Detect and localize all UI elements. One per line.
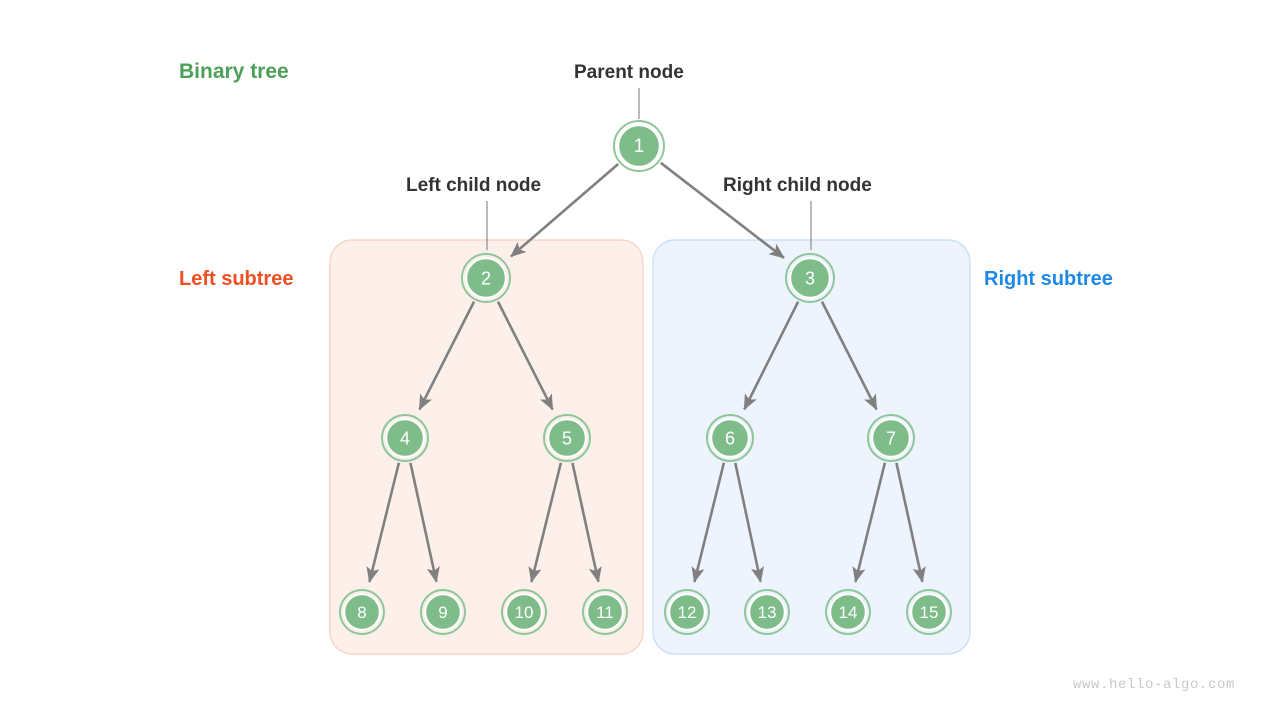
tree-node-label: 14 xyxy=(839,603,858,622)
subtree-boxes xyxy=(329,239,971,655)
right-subtree-label: Right subtree xyxy=(984,268,1113,290)
tree-node-label: 1 xyxy=(634,136,645,157)
tree-node-11: 11 xyxy=(582,589,628,635)
tree-node-14: 14 xyxy=(825,589,871,635)
page-title: Binary tree xyxy=(179,60,289,83)
tree-node-6: 6 xyxy=(706,414,754,462)
tree-node-9: 9 xyxy=(420,589,466,635)
tree-edges xyxy=(366,161,926,583)
left-child-node-label: Left child node xyxy=(406,175,542,196)
tree-node-13: 13 xyxy=(744,589,790,635)
tree-edge-3-7 xyxy=(820,301,878,411)
tree-node-label: 12 xyxy=(678,603,697,622)
tree-edge-4-8 xyxy=(366,462,401,583)
tree-edge-7-15 xyxy=(895,462,926,583)
tree-node-label: 10 xyxy=(515,603,534,622)
watermark: www.hello-algo.com xyxy=(1073,677,1236,693)
tree-node-2: 2 xyxy=(461,253,511,303)
tree-edge-5-11 xyxy=(571,462,602,583)
parent-node-label: Parent node xyxy=(574,62,684,83)
tree-edge-6-12 xyxy=(691,462,726,583)
tree-node-4: 4 xyxy=(381,414,429,462)
tree-edge-5-10 xyxy=(528,462,563,583)
tree-node-label: 2 xyxy=(481,269,491,289)
tree-edge-6-13 xyxy=(734,462,765,583)
tree-node-label: 11 xyxy=(596,603,614,622)
tree-node-label: 3 xyxy=(805,269,815,289)
tree-edge-1-3 xyxy=(659,161,785,259)
tree-node-label: 4 xyxy=(400,429,410,449)
tree-node-1: 1 xyxy=(613,120,665,172)
tree-node-5: 5 xyxy=(543,414,591,462)
right-child-node-label: Right child node xyxy=(723,175,872,196)
tree-node-label: 8 xyxy=(357,603,366,622)
label-leader-lines xyxy=(486,88,812,250)
tree-node-label: 5 xyxy=(562,429,572,449)
left-subtree-label: Left subtree xyxy=(179,268,294,290)
tree-node-8: 8 xyxy=(339,589,385,635)
tree-edge-2-5 xyxy=(496,301,554,411)
tree-edge-4-9 xyxy=(409,462,440,583)
tree-node-7: 7 xyxy=(867,414,915,462)
tree-node-label: 6 xyxy=(725,429,735,449)
tree-edge-2-4 xyxy=(418,301,476,411)
tree-edge-7-14 xyxy=(852,462,887,583)
tree-edge-1-2 xyxy=(510,162,620,258)
tree-edge-3-6 xyxy=(743,301,800,411)
tree-node-label: 7 xyxy=(886,429,896,449)
tree-node-label: 9 xyxy=(438,603,447,622)
tree-node-10: 10 xyxy=(501,589,547,635)
tree-node-12: 12 xyxy=(664,589,710,635)
tree-node-label: 15 xyxy=(920,603,939,622)
tree-node-3: 3 xyxy=(785,253,835,303)
tree-node-15: 15 xyxy=(906,589,952,635)
tree-node-label: 13 xyxy=(758,603,777,622)
